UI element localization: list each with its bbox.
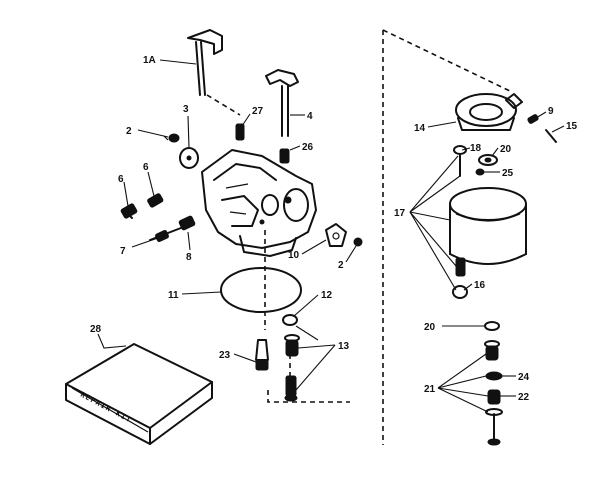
label-24: 24 [518, 372, 530, 383]
part-25 [475, 168, 485, 176]
label-11: 11 [168, 290, 179, 301]
washer-part-20-lower [484, 321, 500, 331]
label-4: 4 [307, 111, 313, 122]
label-8: 8 [186, 252, 192, 263]
label-10: 10 [288, 250, 300, 261]
label-20-top: 20 [500, 144, 512, 155]
label-6-right: 6 [143, 162, 149, 173]
repair-kit-box: REPAIR KIT [65, 343, 213, 445]
float-pin-part-16 [452, 257, 468, 299]
label-15: 15 [566, 121, 578, 132]
label-21: 21 [424, 384, 436, 395]
gasket-ring-part [220, 267, 302, 313]
label-27: 27 [252, 106, 264, 117]
screw-part [163, 133, 180, 143]
nozzle-part-23 [255, 339, 269, 371]
leader-lines [97, 59, 565, 413]
carburetor-body [201, 149, 317, 257]
spring-part-27 [235, 123, 245, 141]
float-bowl-part-17 [449, 187, 527, 265]
assembly-guide-lines [206, 29, 513, 445]
label-14: 14 [414, 123, 426, 134]
label-12: 12 [321, 290, 333, 301]
fittings-part-13 [284, 334, 300, 402]
label-2-lower: 2 [338, 260, 344, 271]
label-9: 9 [548, 106, 554, 117]
part-number-labels: 1A 3 27 4 2 26 6 6 7 8 10 2 11 12 13 23 … [90, 55, 578, 403]
repair-kit-text: REPAIR KIT [79, 391, 133, 425]
throttle-shaft-lever-part [265, 69, 299, 137]
label-2-top: 2 [126, 126, 132, 137]
upper-housing-part-14 [455, 93, 523, 131]
washer-part-20 [478, 154, 498, 166]
label-22: 22 [518, 392, 530, 403]
label-13: 13 [338, 341, 350, 352]
label-25: 25 [502, 168, 514, 179]
label-16: 16 [474, 280, 486, 291]
label-28: 28 [90, 324, 102, 335]
adjustment-screws-part [120, 193, 196, 243]
label-20-lower: 20 [424, 322, 436, 333]
label-18-top: 18 [470, 143, 482, 154]
spring-part-26 [279, 148, 290, 164]
label-26: 26 [302, 142, 314, 153]
label-23: 23 [219, 350, 231, 361]
screw-part-lower [353, 237, 363, 247]
label-7: 7 [120, 246, 126, 257]
label-1a: 1A [143, 55, 156, 66]
choke-shaft-lever-part [187, 29, 223, 96]
bowl-nut-stack [484, 340, 503, 446]
washer-part-12 [282, 314, 298, 326]
label-6-left: 6 [118, 174, 124, 185]
needle-part-18 [453, 145, 467, 177]
label-17: 17 [394, 208, 406, 219]
label-3: 3 [183, 104, 189, 115]
pin-parts-9-15 [527, 114, 557, 143]
choke-plate-part [179, 147, 199, 169]
bracket-part-10 [325, 223, 347, 247]
